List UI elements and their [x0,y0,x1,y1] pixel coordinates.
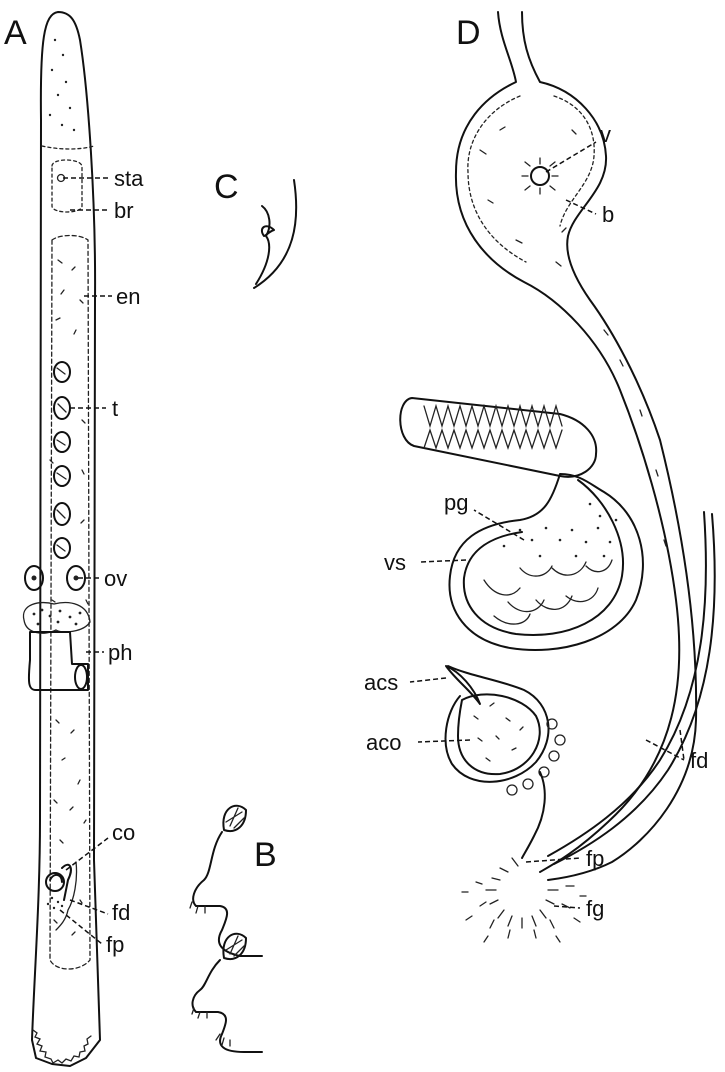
label-t: t [112,396,118,421]
seminal-vesicle-outline [450,474,643,650]
stylet-inner [256,206,269,284]
panel-label-d: D [456,14,481,52]
label-v: v [600,122,611,147]
brain [52,160,82,212]
vesicle-cilia [522,158,558,194]
label-aco: aco [366,730,401,755]
testes [54,362,70,558]
panel-label-a: A [4,14,27,52]
stylet-outer [254,180,296,288]
pharynx-glands [23,603,90,634]
female-duct [56,862,77,930]
panel-c: C [214,168,296,288]
label-br: br [114,198,134,223]
label-fg: fg [586,896,604,921]
accessory-glands [507,719,565,795]
female-glands [462,858,586,942]
panel-label-b: B [254,836,277,874]
label-ph: ph [108,640,132,665]
comb-teeth-lower [424,430,562,448]
head-boundary [42,146,94,149]
bursa-texture [480,127,666,546]
label-b: b [602,202,614,227]
bursa-outline [456,12,679,872]
pharynx-opening [75,665,87,689]
b-stalk-2 [193,960,262,1052]
panel-label-c: C [214,168,239,206]
label-acs: acs [364,670,398,695]
panel-d: D [364,12,715,942]
ovaries [25,566,85,590]
pharynx-body [29,632,88,690]
pharynx [23,603,90,690]
label-fd-d: fd [690,748,708,773]
comb-organ [400,398,596,477]
label-pg: pg [444,490,468,515]
testis-3 [54,432,70,452]
label-fp-d: fp [586,846,604,871]
label-en: en [116,284,140,309]
head-dots [49,39,75,131]
label-fd: fd [112,900,130,925]
accessory-texture [474,703,523,761]
posterior-papillae [33,1030,91,1063]
panel-b: B [190,806,277,1052]
vesicle-folds [484,560,612,624]
panel-a-body: sta br en t ov ph co fd fp A [4,12,144,1066]
label-co: co [112,820,135,845]
label-fp: fp [106,932,124,957]
prostate-granules [503,503,618,558]
female-duct-outer [548,512,706,856]
vesicle [531,167,549,185]
comb-teeth-upper [424,406,562,426]
intestine-texture [50,260,88,935]
label-vs: vs [384,550,406,575]
label-ov: ov [104,566,127,591]
label-sta: sta [114,166,144,191]
testis-5 [54,503,70,525]
copulatory-stylet [50,875,62,882]
female-pore-dots [47,897,63,909]
